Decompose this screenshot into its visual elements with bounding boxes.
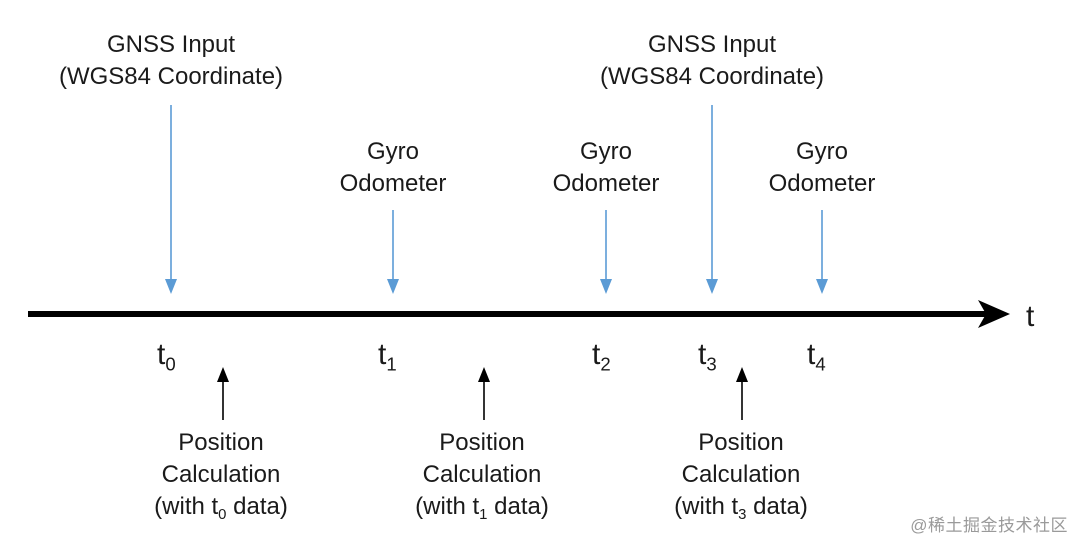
position-line3: (with t0 data): [154, 493, 288, 524]
gnss-line2: (WGS84 Coordinate): [58, 63, 284, 90]
gnss-input-label-t3: GNSS Input (WGS84 Coordinate): [562, 29, 862, 93]
gyro-line2: Odometer: [552, 170, 660, 197]
tick-t1: t1: [378, 338, 397, 375]
gyro-line1: Gyro: [366, 138, 419, 165]
watermark-text: @稀土掘金技术社区: [910, 516, 1068, 535]
position-arrow-0: [217, 367, 229, 420]
position-line1: Position: [698, 429, 784, 456]
gyro-label-t1: Gyro Odometer: [323, 136, 463, 200]
gnss-arrow-t3: [706, 105, 718, 294]
gyro-line1: Gyro: [579, 138, 632, 165]
position-arrow-1: [478, 367, 490, 420]
position-line2: Calculation: [422, 461, 542, 488]
gnss-input-label-t0: GNSS Input (WGS84 Coordinate): [21, 29, 321, 93]
position-line1: Position: [178, 429, 264, 456]
gyro-label-t4: Gyro Odometer: [752, 136, 892, 200]
time-axis-arrowhead: [978, 300, 1010, 328]
gyro-arrow-t2: [600, 210, 612, 294]
tick-t3: t3: [698, 338, 717, 375]
gyro-line2: Odometer: [768, 170, 876, 197]
axis-label: t: [1026, 300, 1035, 333]
tick-t0: t0: [157, 338, 176, 375]
position-arrow-3: [736, 367, 748, 420]
gyro-label-t2: Gyro Odometer: [536, 136, 676, 200]
gyro-arrow-t1: [387, 210, 399, 294]
position-line1: Position: [439, 429, 525, 456]
gnss-arrow-t0: [165, 105, 177, 294]
position-line2: Calculation: [161, 461, 281, 488]
position-line2: Calculation: [681, 461, 801, 488]
tick-t4: t4: [807, 338, 826, 375]
position-line3: (with t1 data): [415, 493, 549, 524]
tick-t2: t2: [592, 338, 611, 375]
position-line3: (with t3 data): [674, 493, 808, 524]
gnss-line1: GNSS Input: [106, 31, 236, 58]
gyro-line2: Odometer: [339, 170, 447, 197]
position-calc-label-0: Position Calculation (with t0 data): [121, 427, 321, 523]
gyro-line1: Gyro: [795, 138, 848, 165]
gyro-arrow-t4: [816, 210, 828, 294]
position-calc-label-1: Position Calculation (with t1 data): [382, 427, 582, 523]
gnss-line2: (WGS84 Coordinate): [599, 63, 825, 90]
position-calc-label-3: Position Calculation (with t3 data): [641, 427, 841, 523]
gnss-line1: GNSS Input: [647, 31, 777, 58]
